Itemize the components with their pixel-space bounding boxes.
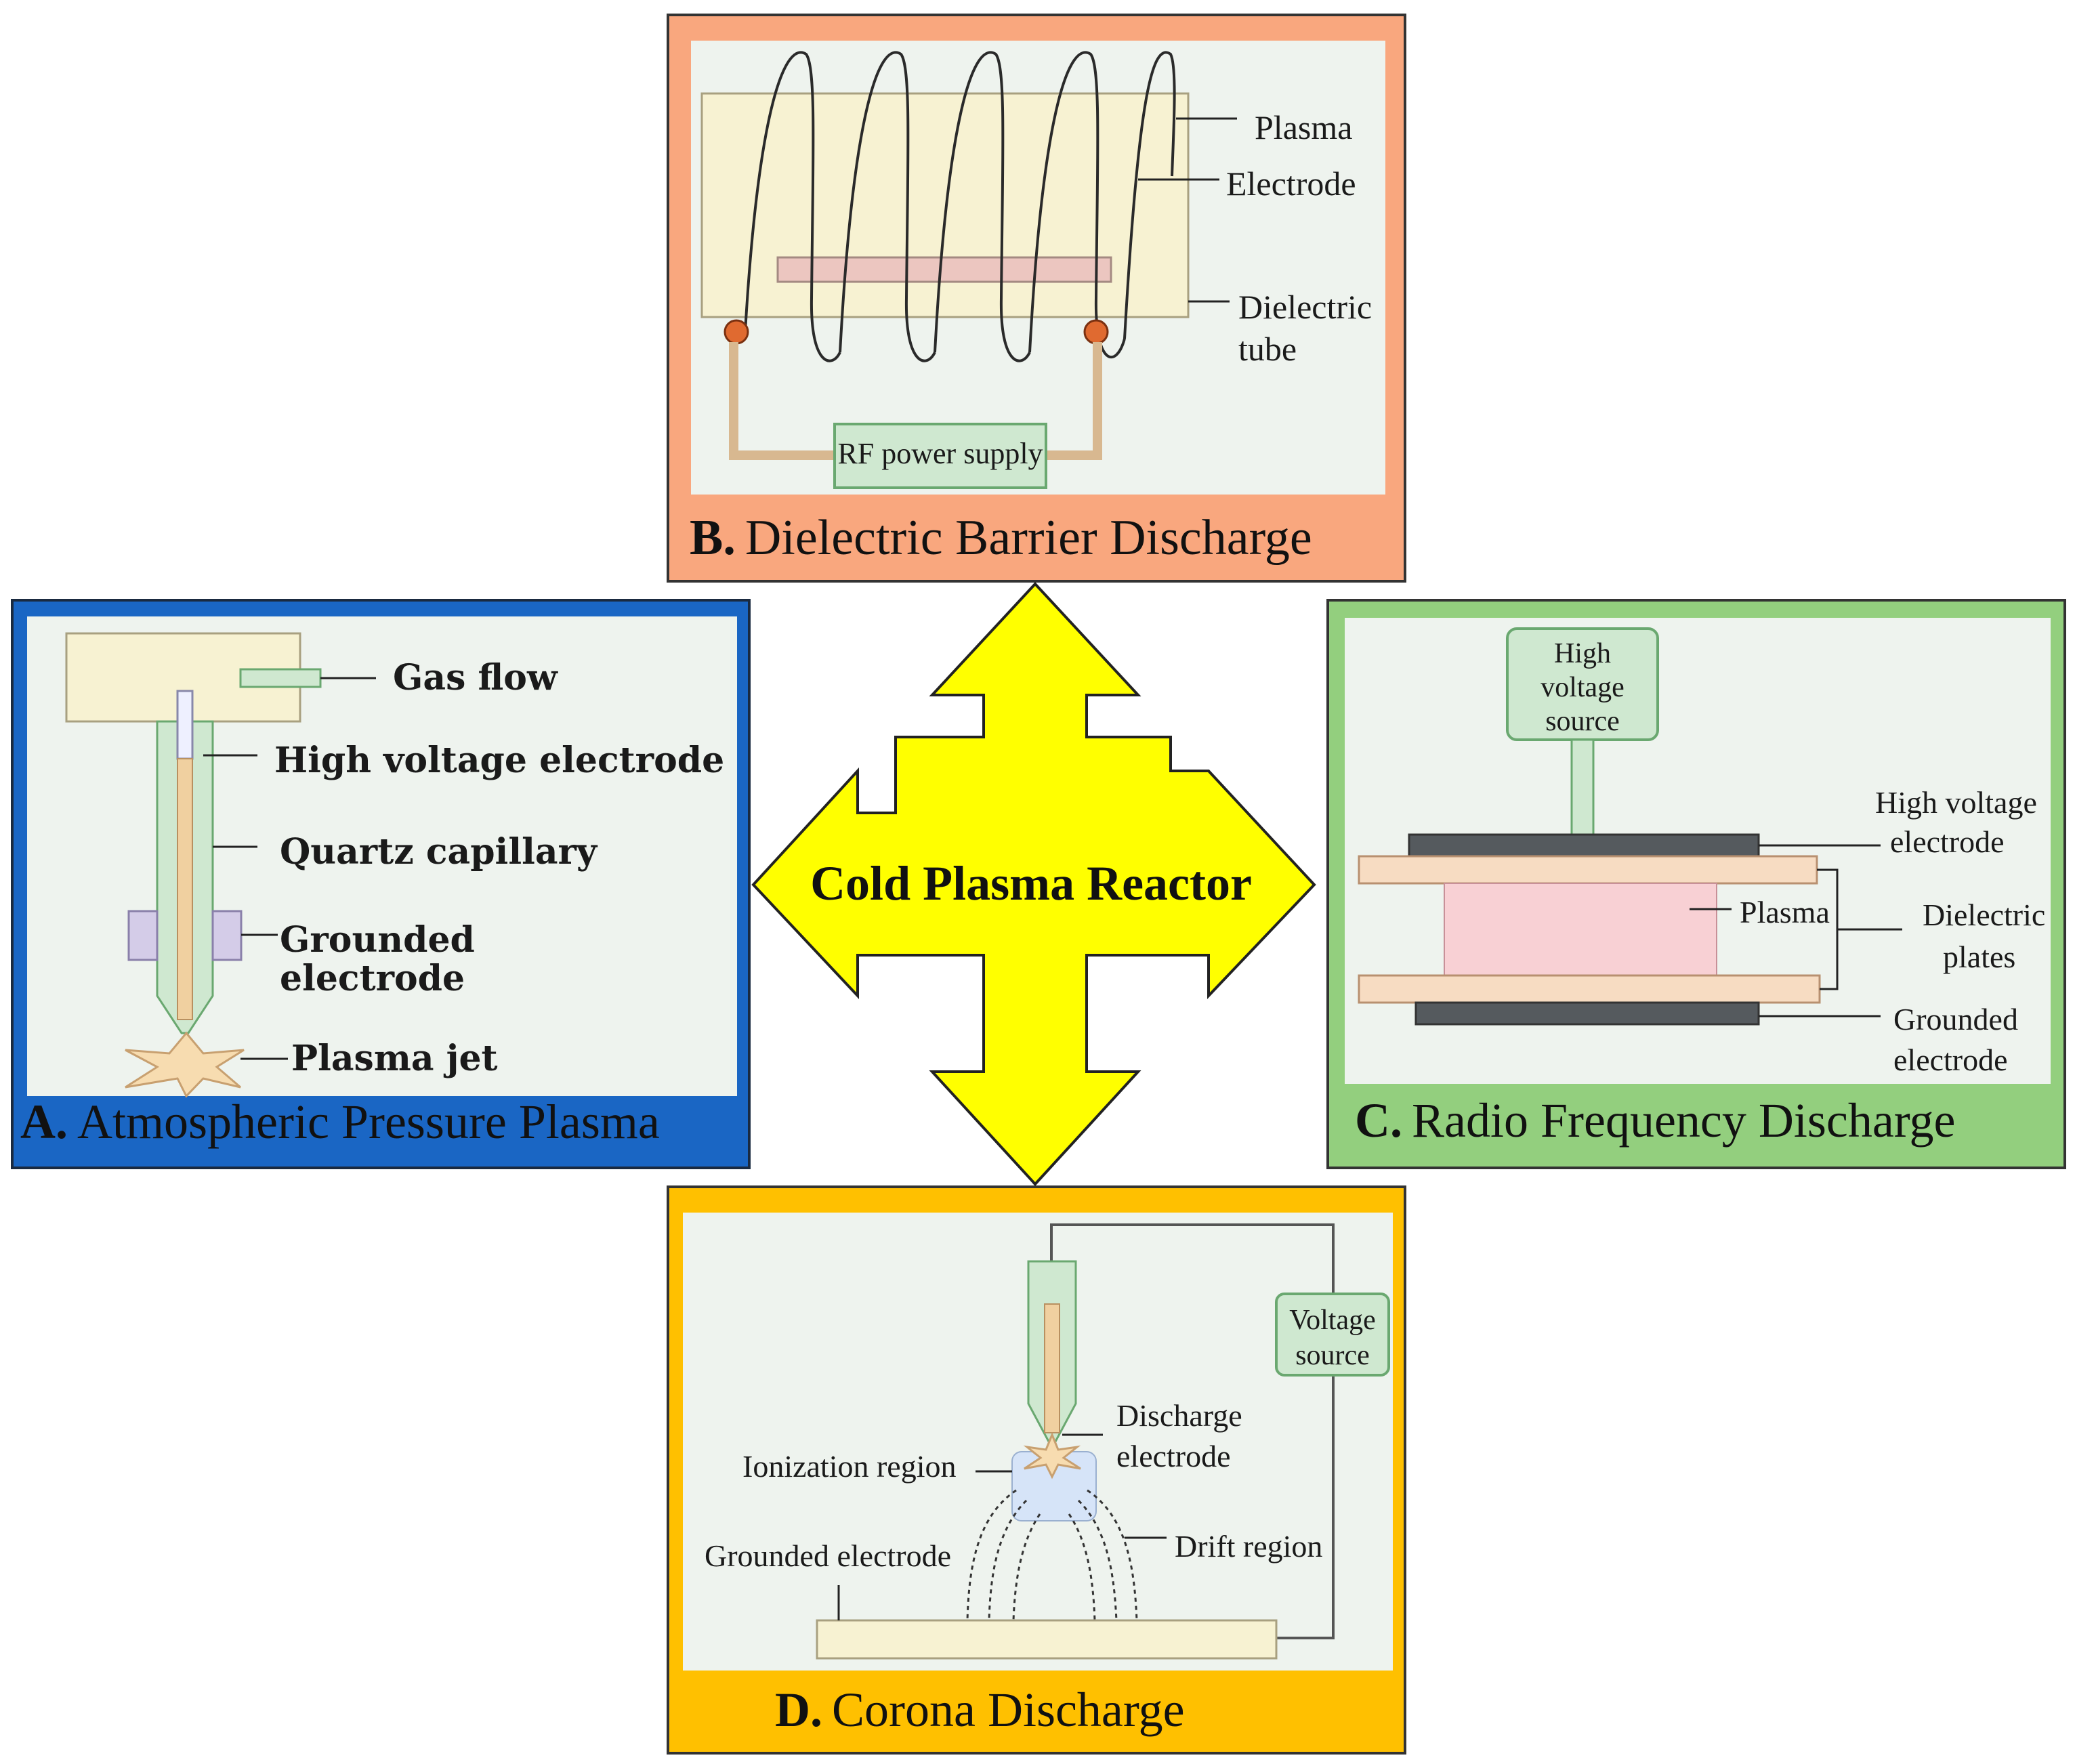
gas-inlet: [239, 668, 322, 688]
hv-connector: [1570, 738, 1595, 836]
grounded-electrode-label-d: Grounded electrode: [705, 1538, 951, 1573]
panel-a-letter: A.: [20, 1095, 68, 1149]
grounded-electrode-plate: [1414, 1001, 1760, 1026]
grounded-electrode-label-c1: Grounded: [1893, 1002, 2018, 1036]
hv-electrode-plate: [1408, 833, 1760, 858]
hv-electrode-top: [176, 690, 194, 760]
panel-d-leaders: [837, 1433, 1167, 1620]
grounded-electrode-right: [211, 910, 243, 961]
left-wire: [729, 342, 835, 460]
grounded-electrode-label-c2: electrode: [1893, 1043, 2008, 1077]
plasma-region: [1444, 883, 1717, 976]
dielectric-label: Dielectric: [1238, 288, 1372, 326]
hv-electrode: [177, 758, 193, 1020]
voltage-source-line2: source: [1295, 1340, 1370, 1371]
right-terminal-icon: [1083, 319, 1109, 345]
left-terminal-icon: [724, 319, 749, 345]
right-wire: [1043, 342, 1102, 460]
corona-circuit-wire: [1050, 1223, 1335, 1639]
quartz-capillary-label: Quartz capillary: [280, 831, 598, 873]
panel-b-caption: B.Dielectric Barrier Discharge: [690, 510, 1312, 566]
panel-c: High voltage source High voltage electro…: [1326, 599, 2066, 1169]
hv-source-line2: voltage: [1540, 672, 1625, 703]
panel-a-caption: A.Atmospheric Pressure Plasma: [20, 1095, 660, 1149]
corona-spark-icon: [1023, 1432, 1081, 1479]
hv-source-line1: High: [1554, 638, 1611, 669]
plasma-label-c: Plasma: [1740, 895, 1830, 929]
discharge-electrode-label-2: electrode: [1116, 1439, 1231, 1473]
electrode-label: Electrode: [1226, 165, 1356, 203]
grounded-plate: [816, 1619, 1278, 1660]
hv-electrode-label-2: electrode: [1890, 824, 2005, 859]
voltage-source-line1: Voltage: [1289, 1305, 1376, 1336]
discharge-needle: [1044, 1303, 1060, 1433]
ionization-region-label: Ionization region: [742, 1449, 957, 1484]
gas-flow-label: Gas flow: [393, 657, 558, 698]
panel-a-leaders: [203, 754, 288, 1060]
plasma-jet-icon: [125, 1031, 245, 1098]
drift-field-lines: [966, 1489, 1138, 1621]
dielectric-plate-bottom: [1358, 974, 1821, 1004]
panel-c-letter: C.: [1355, 1093, 1402, 1148]
plasma-strip: [776, 256, 1112, 283]
plasma-label: Plasma: [1255, 108, 1352, 146]
grounded-electrode-label: electrode: [280, 958, 465, 999]
hv-electrode-label-1: High voltage: [1875, 785, 2037, 820]
voltage-source-box: [1275, 1293, 1390, 1377]
panel-a: Gas flow High voltage electrode Quartz c…: [11, 599, 751, 1169]
dielectric-plates-label-2: plates: [1943, 940, 2015, 974]
panel-d-title: Corona Discharge: [832, 1683, 1185, 1737]
hv-source-line3: source: [1545, 706, 1620, 737]
panel-b-leaders: [1138, 117, 1237, 303]
dielectric-plates-label-1: Dielectric: [1923, 898, 2045, 932]
discharge-electrode-label-1: Discharge: [1116, 1398, 1242, 1433]
panel-c-caption: C.Radio Frequency Discharge: [1355, 1093, 1955, 1148]
dielectric-plate-top: [1358, 855, 1818, 885]
grounded-electrode-left: [127, 910, 159, 961]
drift-region-label: Drift region: [1175, 1529, 1322, 1563]
panel-d: Voltage source Discharge electrode Ioniz…: [667, 1185, 1406, 1755]
panel-d-letter: D.: [775, 1683, 822, 1737]
hv-electrode-label: High voltage electrode: [274, 740, 724, 781]
panel-b: RF power supply Plasma Electrode Dielect…: [667, 14, 1406, 583]
plasma-jet-label: Plasma jet: [291, 1038, 498, 1079]
rf-power-supply-label: RF power supply: [837, 437, 1043, 470]
tube-label: tube: [1238, 330, 1297, 368]
panel-a-title: Atmospheric Pressure Plasma: [77, 1095, 660, 1149]
panel-c-title: Radio Frequency Discharge: [1412, 1093, 1955, 1148]
center-title: Cold Plasma Reactor: [810, 856, 1252, 910]
panel-c-leaders: [1690, 844, 1902, 1017]
panel-b-title: Dielectric Barrier Discharge: [745, 510, 1312, 566]
panel-d-caption: D.Corona Discharge: [775, 1683, 1185, 1737]
four-way-arrow-icon: [751, 582, 1316, 1186]
center-arrow: Cold Plasma Reactor: [751, 582, 1316, 1186]
panel-b-letter: B.: [690, 510, 736, 566]
helical-electrode: [744, 51, 1176, 362]
rf-power-supply-box: [833, 423, 1047, 489]
grounded-label: Grounded: [280, 919, 475, 961]
